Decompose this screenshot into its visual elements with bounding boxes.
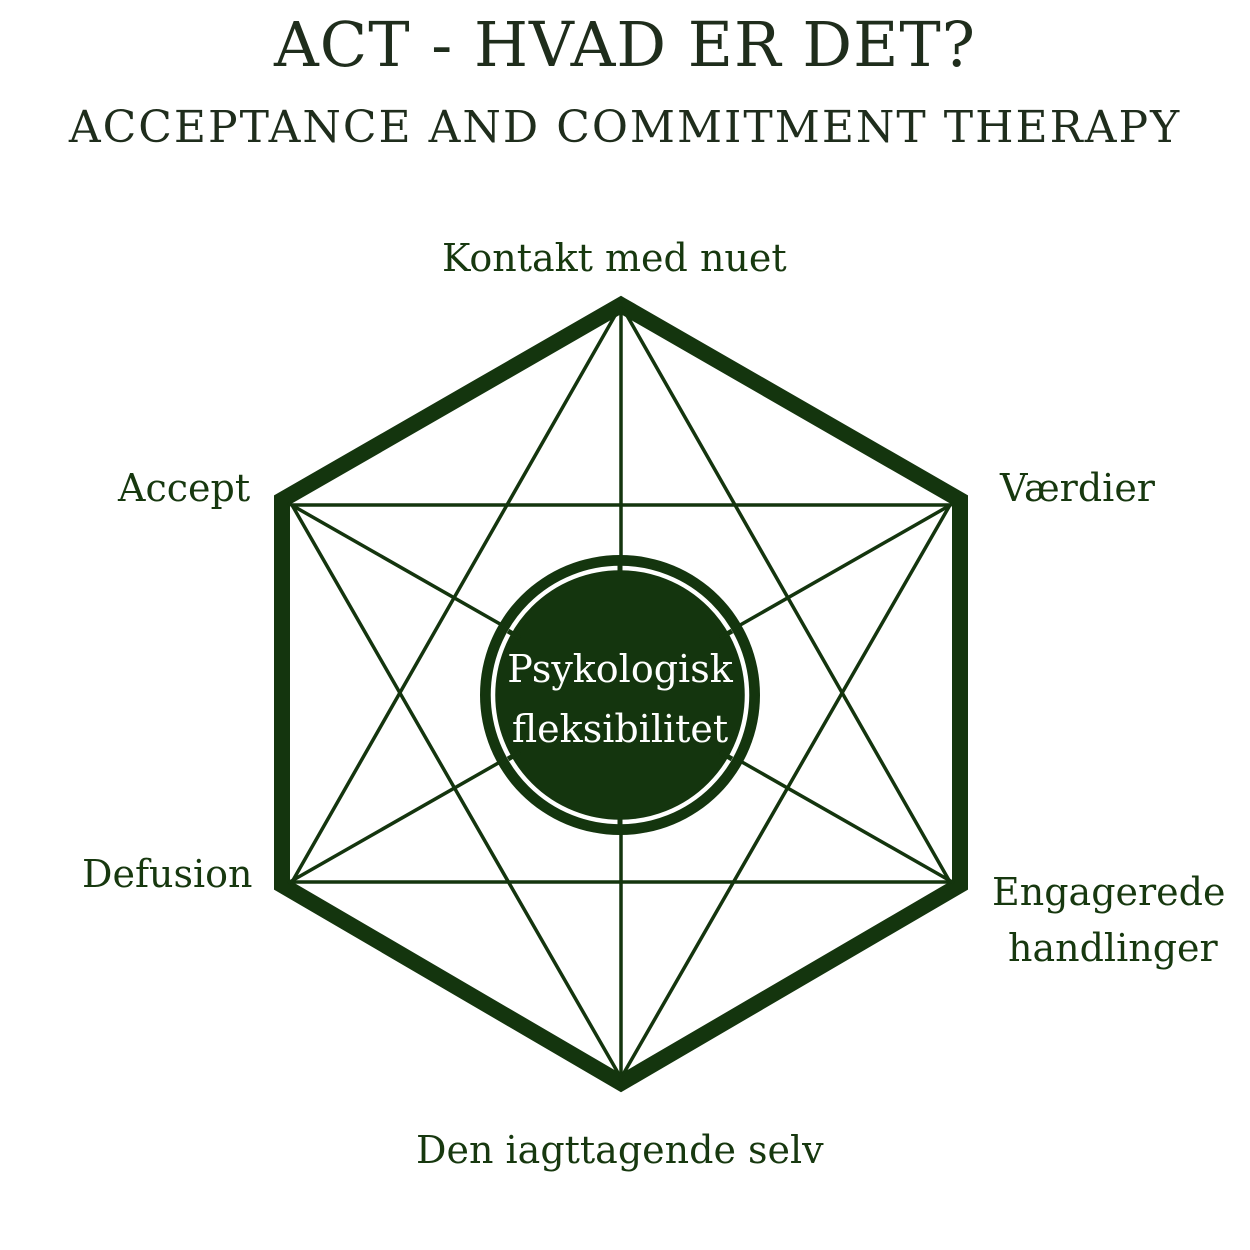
label-handlinger: handlinger [1008, 926, 1218, 970]
ring-break [506, 749, 522, 762]
center-circle [480, 555, 760, 835]
center-label-line2: fleksibilitet [511, 707, 729, 751]
label-engagerede: Engagerede [992, 870, 1226, 914]
page-title: ACT - HVAD ER DET? [274, 8, 976, 81]
page-subtitle: ACCEPTANCE AND COMMITMENT THERAPY [68, 102, 1182, 153]
label-defusion: Defusion [82, 852, 253, 896]
label-accept: Accept [118, 466, 251, 510]
ring-break [506, 628, 522, 641]
center-label-line1: Psykologisk [507, 647, 733, 691]
label-den-iagttagende-selv: Den iagttagende selv [416, 1128, 824, 1172]
label-kontakt-med-nuet: Kontakt med nuet [442, 236, 787, 280]
ring-break [718, 749, 734, 762]
ring-break [718, 628, 734, 641]
label-vaerdier: Værdier [1000, 466, 1155, 510]
